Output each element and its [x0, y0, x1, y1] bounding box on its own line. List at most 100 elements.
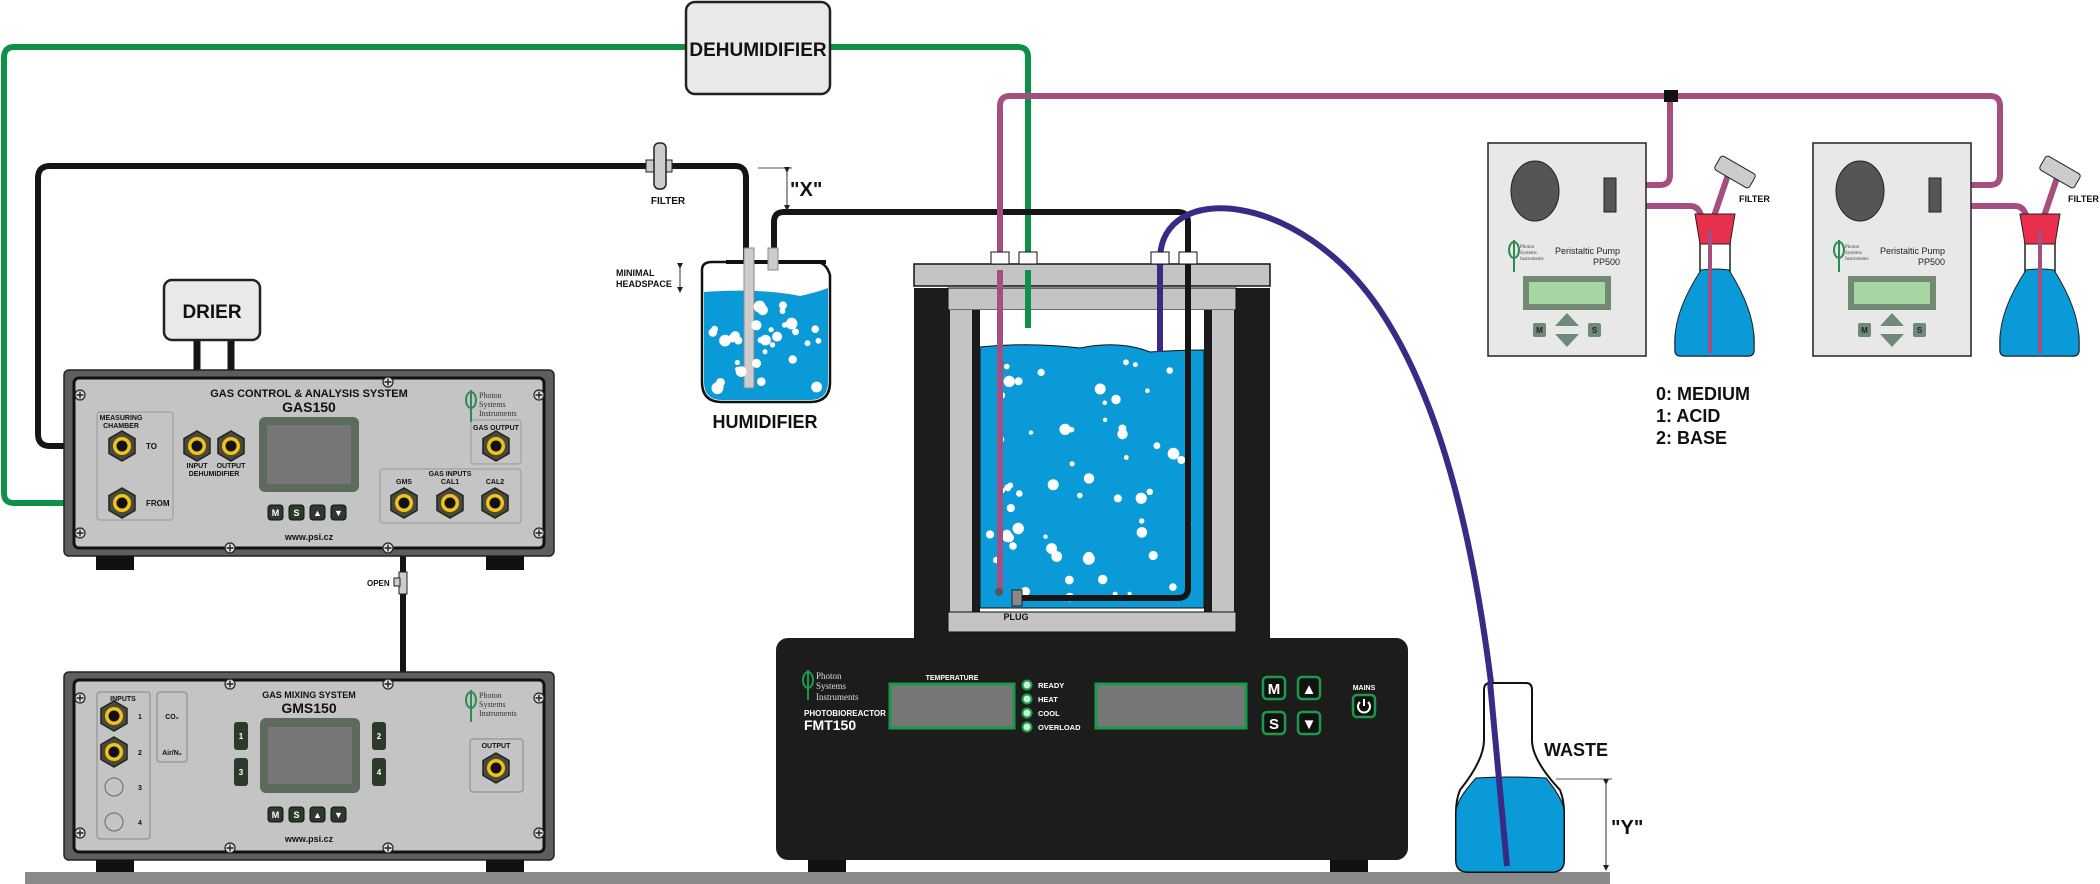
purple-tube-waste: [1157, 205, 1510, 867]
humidifier-label: HUMIDIFIER: [713, 412, 818, 432]
gms150-title: GAS MIXING SYSTEM: [262, 690, 356, 700]
gas150-keypad: M S ▲ ▼: [267, 504, 347, 521]
gms150-button-m[interactable]: M: [267, 806, 284, 823]
gas-air-label: Air/N₂: [162, 750, 182, 757]
svg-text:S: S: [1592, 326, 1598, 335]
svg-text:▲: ▲: [313, 508, 322, 518]
bubble: [1028, 430, 1034, 435]
filter-pump-1: [1714, 155, 1756, 189]
bubble: [1016, 490, 1023, 497]
fmt150-button-down[interactable]: ▼: [1296, 710, 1322, 736]
bubble: [1094, 383, 1106, 395]
pump-2-button-s[interactable]: S: [1913, 323, 1926, 337]
channel-3-button[interactable]: 3: [234, 758, 248, 786]
gms-input-3-port[interactable]: [104, 777, 124, 797]
led-heat: [1021, 693, 1033, 705]
gas-output-label: GAS OUTPUT: [473, 425, 520, 432]
pump-legend-2: 2: BASE: [1656, 428, 1727, 448]
input-number-3: 3: [138, 785, 142, 792]
port-from-measuring[interactable]: [108, 487, 136, 519]
brand-line-3: Instruments: [479, 409, 517, 418]
brand-line-2: Systems: [479, 700, 506, 709]
bubble: [769, 342, 776, 348]
fmt-brand-line-2: Systems: [816, 681, 847, 691]
plug-label: PLUG: [1003, 612, 1028, 622]
mains-power-button[interactable]: [1351, 693, 1377, 719]
port-gas-output[interactable]: [482, 430, 510, 462]
filter-top: [645, 142, 673, 190]
port-dehumidifier-input[interactable]: [183, 430, 211, 462]
gms150-button-down[interactable]: ▼: [330, 806, 347, 823]
pump-2-brand-2: Systems: [1845, 251, 1862, 256]
channel-2-button[interactable]: 2: [372, 722, 386, 750]
gas150-button-up[interactable]: ▲: [309, 504, 326, 521]
gms-input-4-port[interactable]: [104, 812, 124, 832]
bubble: [751, 320, 762, 331]
bubble: [1153, 442, 1161, 450]
fmt150-button-m[interactable]: M: [1261, 675, 1287, 701]
bubble: [1148, 550, 1158, 561]
fmt150-model: FMT150: [804, 717, 856, 733]
pump-2-brand-3: Instruments: [1845, 257, 1869, 262]
open-valve[interactable]: [393, 571, 408, 595]
bubble: [1113, 494, 1122, 503]
filter-top-label: FILTER: [651, 196, 686, 207]
bubble: [1083, 473, 1095, 484]
gms150-channel-buttons: 1 3 2 4: [234, 722, 386, 786]
fmt150-button-up[interactable]: ▲: [1296, 675, 1322, 701]
pump-legend-0: 0: MEDIUM: [1656, 384, 1750, 404]
bubble: [735, 366, 747, 377]
pump-2-button-m[interactable]: M: [1858, 323, 1871, 337]
port-gms-output[interactable]: [482, 752, 510, 784]
fmt150-button-s[interactable]: S: [1261, 710, 1287, 736]
port-gms[interactable]: [390, 487, 418, 519]
pump-legend-1: 1: ACID: [1656, 406, 1720, 426]
product-type-label: PHOTOBIOREACTOR: [804, 709, 886, 718]
pump-1-brand-1: Photon: [1520, 245, 1535, 250]
mains-label: MAINS: [1353, 685, 1376, 692]
fmt150-psi-logo-icon: [802, 670, 814, 700]
x-marker-label: "X": [790, 179, 822, 201]
gms-input-1-port[interactable]: [100, 700, 128, 732]
bubble: [985, 530, 995, 539]
gas150-device: [63, 369, 555, 570]
bubble: [811, 325, 819, 334]
channel-1-button[interactable]: 1: [234, 722, 248, 750]
gms-input-2-port[interactable]: [100, 736, 128, 768]
peristaltic-pump-1: [1487, 142, 1647, 357]
waste-flask: [1455, 682, 1565, 873]
bubble: [1047, 479, 1059, 491]
gas150-button-m[interactable]: M: [267, 504, 284, 521]
bench-surface: [25, 872, 1610, 884]
port-cal1[interactable]: [436, 487, 464, 519]
bubble: [792, 328, 799, 336]
gas-inputs-label: GAS INPUTS: [429, 471, 472, 478]
reagent-bottle-1: [1674, 213, 1755, 357]
svg-text:S: S: [1917, 326, 1923, 335]
gms150-button-up[interactable]: ▲: [309, 806, 326, 823]
open-valve-label: OPEN: [367, 579, 390, 588]
svg-text:▲: ▲: [313, 810, 322, 820]
temperature-label: TEMPERATURE: [926, 675, 979, 682]
bubble: [1123, 455, 1129, 460]
bubble: [1077, 492, 1083, 499]
port-cal2[interactable]: [481, 487, 509, 519]
port-to-measuring[interactable]: [108, 430, 136, 462]
gms150-button-s[interactable]: S: [288, 806, 305, 823]
pump-1-button-s[interactable]: S: [1588, 323, 1601, 337]
magenta-tube: [997, 93, 2003, 590]
gms150-keypad: M S ▲ ▼: [267, 806, 347, 823]
port-dehumidifier-output[interactable]: [217, 430, 245, 462]
pump-1-button-m[interactable]: M: [1533, 323, 1546, 337]
pump-2-model: PP500: [1918, 257, 1945, 267]
brand-line-1: Photon: [479, 691, 502, 700]
led-overload: [1021, 721, 1033, 733]
bubble: [1043, 534, 1048, 539]
gas150-button-down[interactable]: ▼: [330, 504, 347, 521]
channel-4-button[interactable]: 4: [372, 758, 386, 786]
svg-text:▼: ▼: [334, 508, 343, 518]
svg-text:▼: ▼: [334, 810, 343, 820]
gas-co2-label: CO₂: [165, 714, 179, 721]
gas150-button-s[interactable]: S: [288, 504, 305, 521]
svg-text:3: 3: [239, 768, 244, 777]
